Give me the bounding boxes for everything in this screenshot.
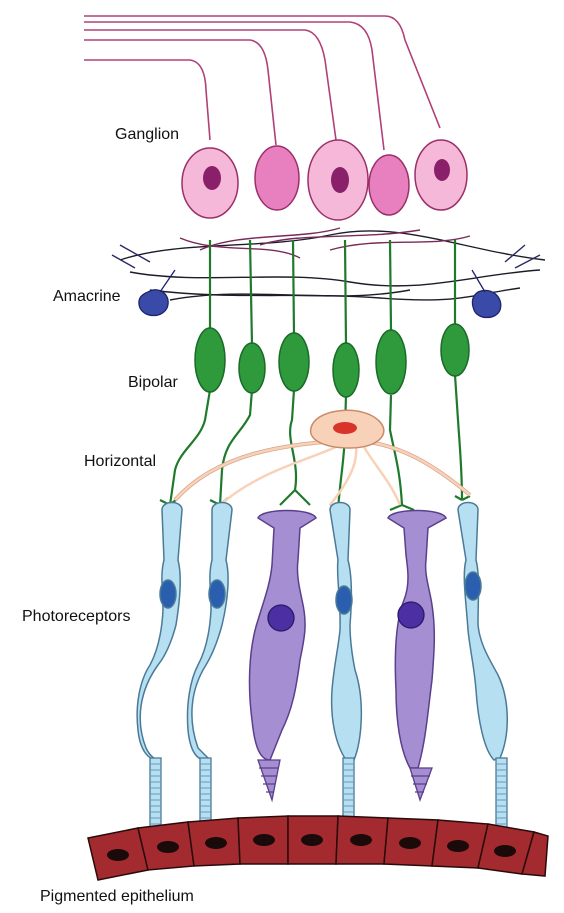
cone-outer-segment (257, 759, 281, 803)
rod-cell (457, 501, 508, 761)
ganglion-nucleus (203, 166, 221, 190)
cone-nuclei (267, 601, 425, 632)
cone-cell (387, 509, 447, 769)
ganglion-cells (181, 139, 468, 221)
bipolar-cells (159, 239, 471, 512)
bipolar-soma (332, 342, 360, 398)
bipolar-soma (194, 327, 226, 393)
rod-nucleus (335, 585, 353, 615)
amacrine-cell-right (471, 289, 502, 319)
rod-nucleus (159, 579, 177, 609)
cone-nucleus (397, 601, 425, 629)
label-bipolar: Bipolar (128, 374, 178, 391)
rod-nucleus (464, 571, 482, 601)
rod-cells (136, 501, 508, 761)
bipolar-soma (375, 329, 407, 395)
horizontal-cell (173, 409, 472, 506)
rod-cell (186, 501, 233, 761)
horizontal-nucleus (333, 422, 357, 434)
label-pigmented-epithelium: Pigmented epithelium (40, 888, 194, 905)
label-horizontal: Horizontal (84, 453, 157, 470)
bipolar-soma (440, 323, 470, 377)
rod-nucleus (208, 579, 226, 609)
amacrine-cell-left (138, 289, 169, 317)
cone-outer-segments (257, 759, 433, 803)
ganglion-nucleus (434, 159, 450, 181)
bipolar-soma (278, 332, 310, 392)
amacrine-cells (138, 269, 502, 319)
ganglion-axons (84, 15, 441, 151)
bipolar-somas (194, 323, 470, 398)
epithelium-nuclei (107, 834, 516, 861)
pigmented-epithelium (87, 815, 549, 881)
ganglion-nucleus (331, 167, 349, 193)
cone-cells (248, 509, 447, 769)
inner-plexiform-layer (111, 227, 546, 301)
label-ganglion: Ganglion (115, 126, 180, 143)
label-photoreceptors: Photoreceptors (22, 608, 131, 625)
cone-cell (248, 509, 317, 761)
rod-cell (329, 501, 363, 761)
bipolar-soma (238, 342, 266, 394)
label-amacrine: Amacrine (53, 288, 121, 305)
cone-nucleus (267, 604, 295, 632)
ganglion-cell (368, 154, 410, 216)
rod-cell (136, 501, 183, 761)
ganglion-cell (254, 145, 300, 211)
epithelium-cell (521, 831, 549, 877)
